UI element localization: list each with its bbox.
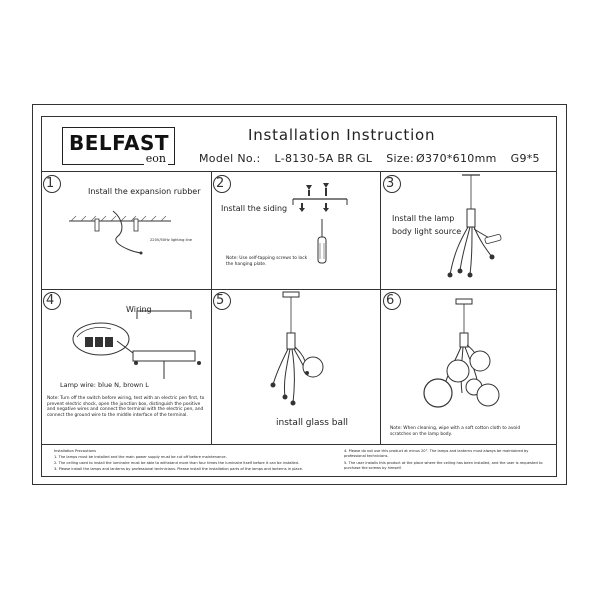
step-1-label: Install the expansion rubber (88, 187, 201, 196)
size-label: Size: (386, 152, 415, 165)
step-2-note: Note: Use self-tapping screws to lock th… (226, 256, 308, 267)
precaution-item-4: 4. Please do not use this product at min… (344, 449, 529, 458)
row-divider (41, 289, 557, 290)
precaution-item-1: 1. The lamps must be installed and the m… (54, 455, 227, 459)
step-4-label: Wiring (126, 305, 152, 314)
bulb-spec: G9*5 (510, 152, 540, 165)
col-divider-1 (211, 171, 212, 444)
step-4-note: Note: Turn off the switch before wiring,… (47, 396, 205, 418)
col-divider-2 (380, 171, 381, 444)
step-3-diagram (447, 174, 502, 278)
precautions-title: Installation Precautions (54, 449, 96, 453)
outer-frame (32, 104, 567, 485)
footer-divider (41, 444, 557, 445)
precaution-item-5: 5. The user installs this product at the… (344, 461, 543, 470)
size-value: Ø370*610mm (416, 152, 497, 165)
step-5-label: install glass ball (276, 418, 348, 428)
model-label: Model No.: (199, 152, 261, 165)
brand-sub: eon (143, 152, 168, 165)
model-line: Model No.: L-8130-5A BR GL Size:Ø370*610mm… (199, 152, 554, 165)
step-1-note: 220V/50Hz lighting line (150, 238, 192, 242)
page-title: Installation Instruction (248, 126, 436, 144)
step-2-label: Install the siding (221, 204, 288, 213)
brand-name: BELFAST (69, 131, 170, 155)
step-2-diagram (292, 183, 348, 264)
instruction-sheet (41, 116, 557, 477)
model-value: L-8130-5A BR GL (274, 152, 373, 165)
step-4-wire-label: Lamp wire: blue N, brown L (60, 381, 149, 389)
precaution-item-2: 2. The ceiling used to install the lumin… (54, 461, 300, 465)
header-divider (41, 171, 557, 172)
step-6-diagram (423, 298, 500, 408)
step-1-diagram (69, 210, 171, 255)
brand-logo: BELFAST eon (62, 127, 175, 165)
step-3-label: Install the lamp body light source (392, 214, 462, 236)
step-5-diagram (270, 291, 324, 406)
step-4-diagram (72, 310, 201, 379)
step-6-note: Note: When cleaning, wipe with a soft co… (390, 426, 521, 437)
precaution-item-3: 3. Please install the lamps and lanterns… (54, 467, 303, 471)
